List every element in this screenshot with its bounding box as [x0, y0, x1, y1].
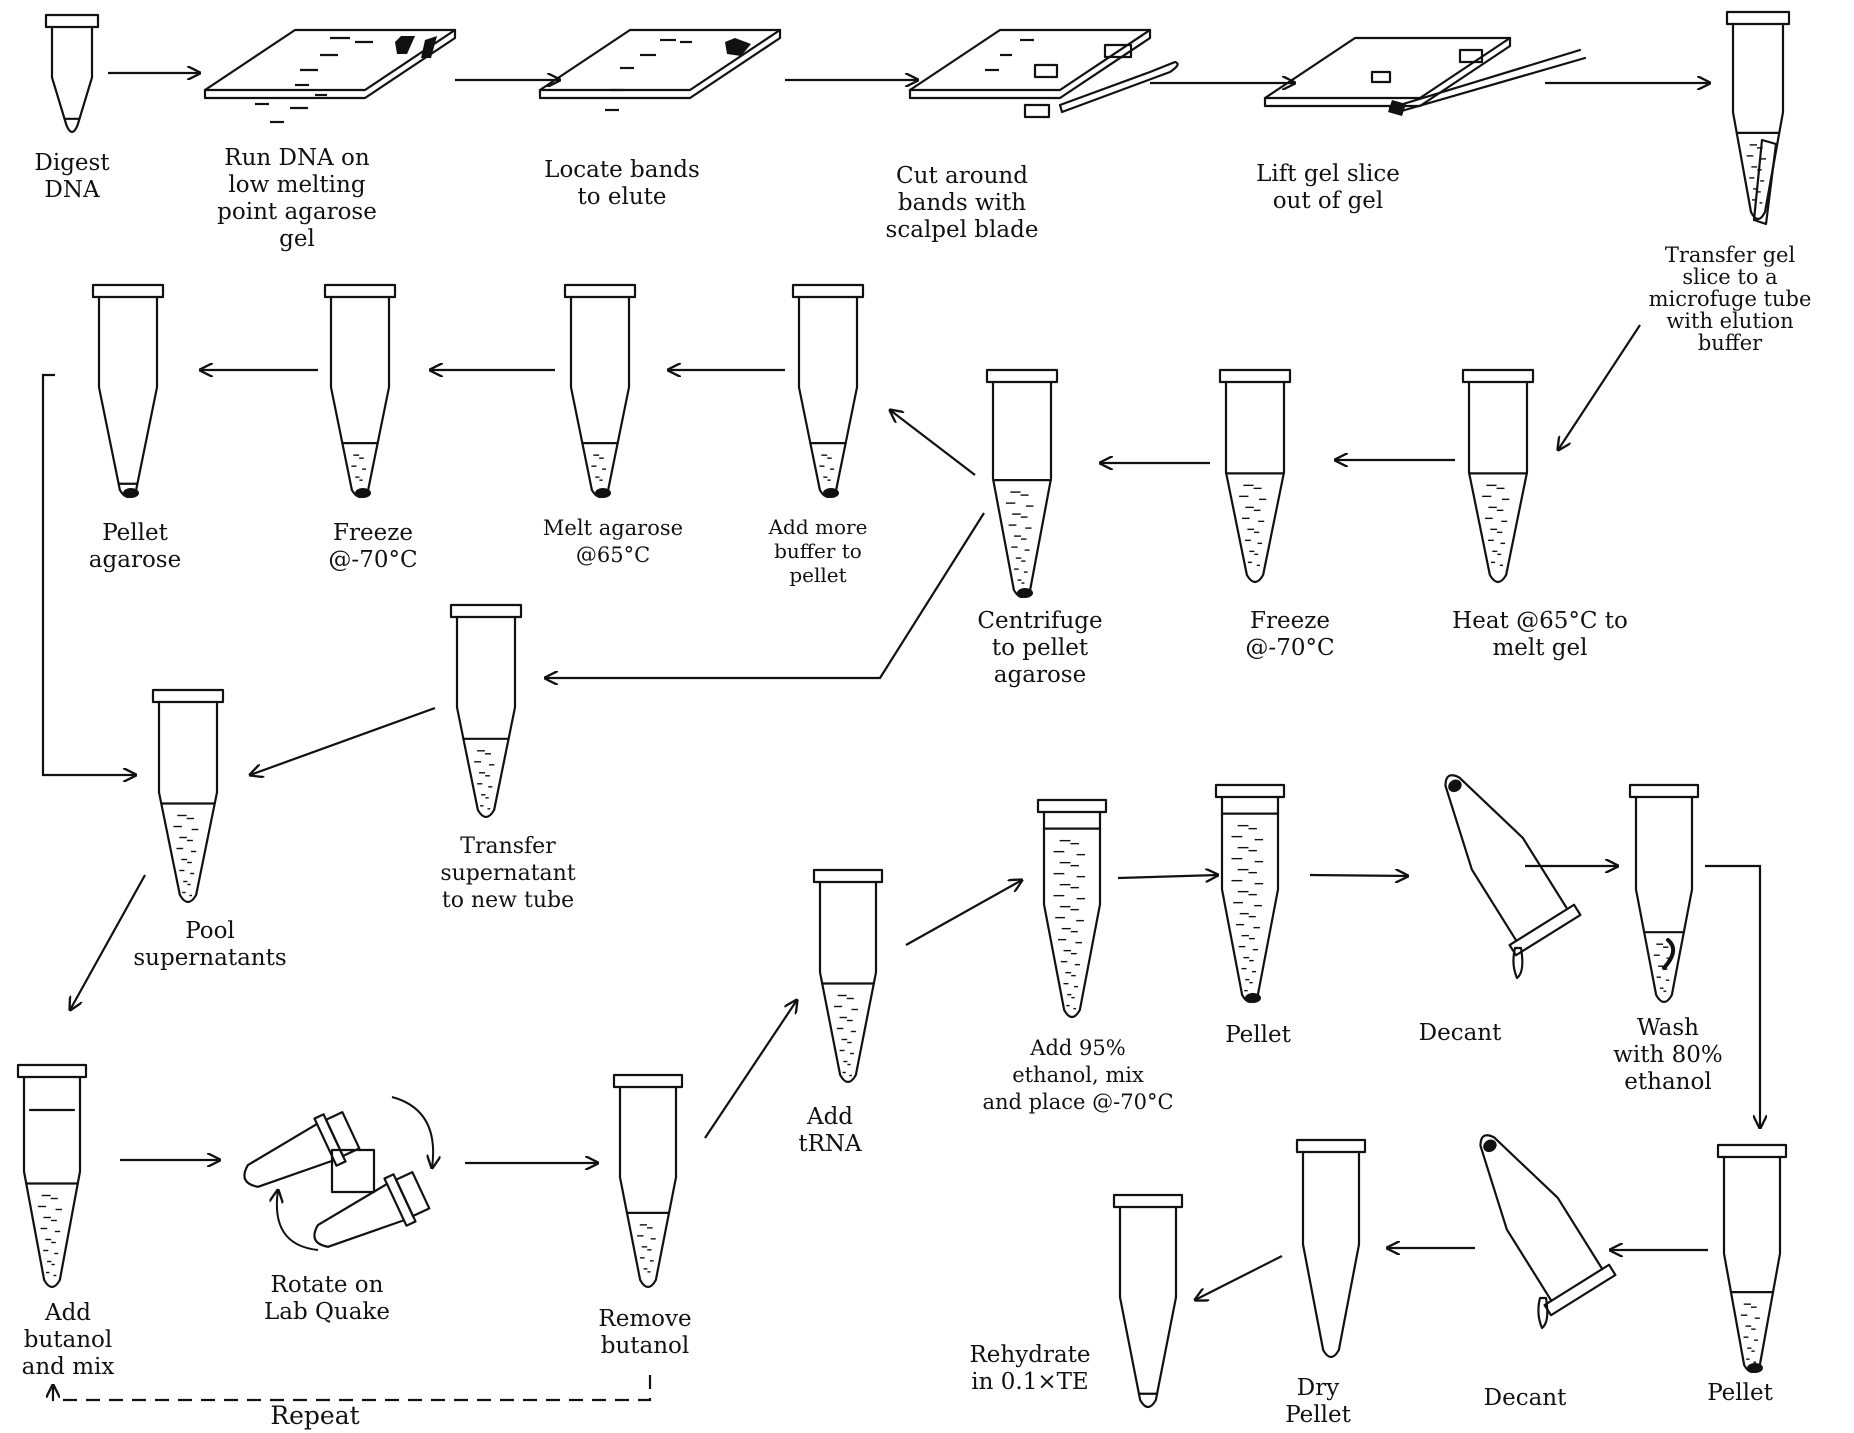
tube-decant-1: [1417, 756, 1581, 955]
forceps: [1390, 50, 1585, 112]
pellet-crescent: [1664, 940, 1673, 968]
tube-decant-2: [1452, 1116, 1616, 1315]
label-decant-1: Decant: [1419, 1020, 1502, 1047]
tube-centrifuge: [987, 370, 1057, 598]
gel-hole: [1372, 72, 1390, 82]
arrow-19: [705, 1000, 797, 1138]
arrow-22: [1310, 875, 1408, 876]
tube-add-ethanol: [1038, 800, 1106, 1017]
tube-freeze-1: [1220, 370, 1290, 582]
tube-add-buffer: [793, 285, 863, 498]
tube-pellet-1: [1216, 785, 1284, 1003]
cut-band-outline: [1035, 65, 1057, 77]
arrow-15: [250, 708, 435, 775]
gel-hole: [1460, 50, 1482, 62]
drop: [1513, 948, 1522, 978]
arrow-27: [1195, 1256, 1282, 1300]
tube-pellet-agarose: [93, 285, 163, 498]
tube-pool: [153, 690, 223, 902]
label-freeze-1: Freeze@-70°C: [1245, 608, 1334, 662]
gels-layer: [205, 30, 1585, 122]
tube-transfer-sup: [451, 605, 521, 817]
tube-heat: [1463, 370, 1533, 582]
tube-add-trna: [814, 870, 882, 1082]
gel-cut: [910, 30, 1178, 117]
tube-remove-butanol: [614, 1075, 682, 1287]
drop: [1538, 1298, 1547, 1328]
tube-add-butanol: [18, 1065, 86, 1287]
gel-slice: [1388, 100, 1406, 116]
gel-lift: [1265, 38, 1585, 116]
arrow-6: [1558, 325, 1640, 450]
arrow-14: [43, 375, 136, 775]
tube-digest: [46, 15, 98, 132]
gel-locate: [540, 30, 780, 110]
label-freeze-2: Freeze@-70°C: [328, 520, 417, 574]
tube-freeze-2: [325, 285, 395, 498]
gel-run: [205, 30, 455, 122]
arrow-9: [890, 410, 975, 475]
label-melt: Melt agarose@65°C: [543, 515, 683, 569]
tube-transfer: [1727, 12, 1789, 224]
arrow-21: [1118, 875, 1218, 878]
dna-band-located: [725, 38, 751, 56]
label-repeat: Repeat: [270, 1402, 359, 1429]
arrows-layer: [43, 73, 1760, 1400]
tube-melt: [565, 285, 635, 498]
arrow-20: [906, 880, 1022, 945]
label-decant-2: Decant: [1484, 1385, 1567, 1412]
label-pellet-2: Pellet: [1707, 1380, 1773, 1407]
label-pellet-1: Pellet: [1225, 1022, 1291, 1049]
cut-band-outline: [1025, 105, 1049, 117]
tube-pellet-2: [1718, 1145, 1786, 1373]
tube-rehydrate: [1114, 1195, 1182, 1407]
lab-quake-rotator: [234, 1097, 433, 1263]
arrow-repeat: [53, 1375, 650, 1400]
tube-dry: [1297, 1140, 1365, 1357]
